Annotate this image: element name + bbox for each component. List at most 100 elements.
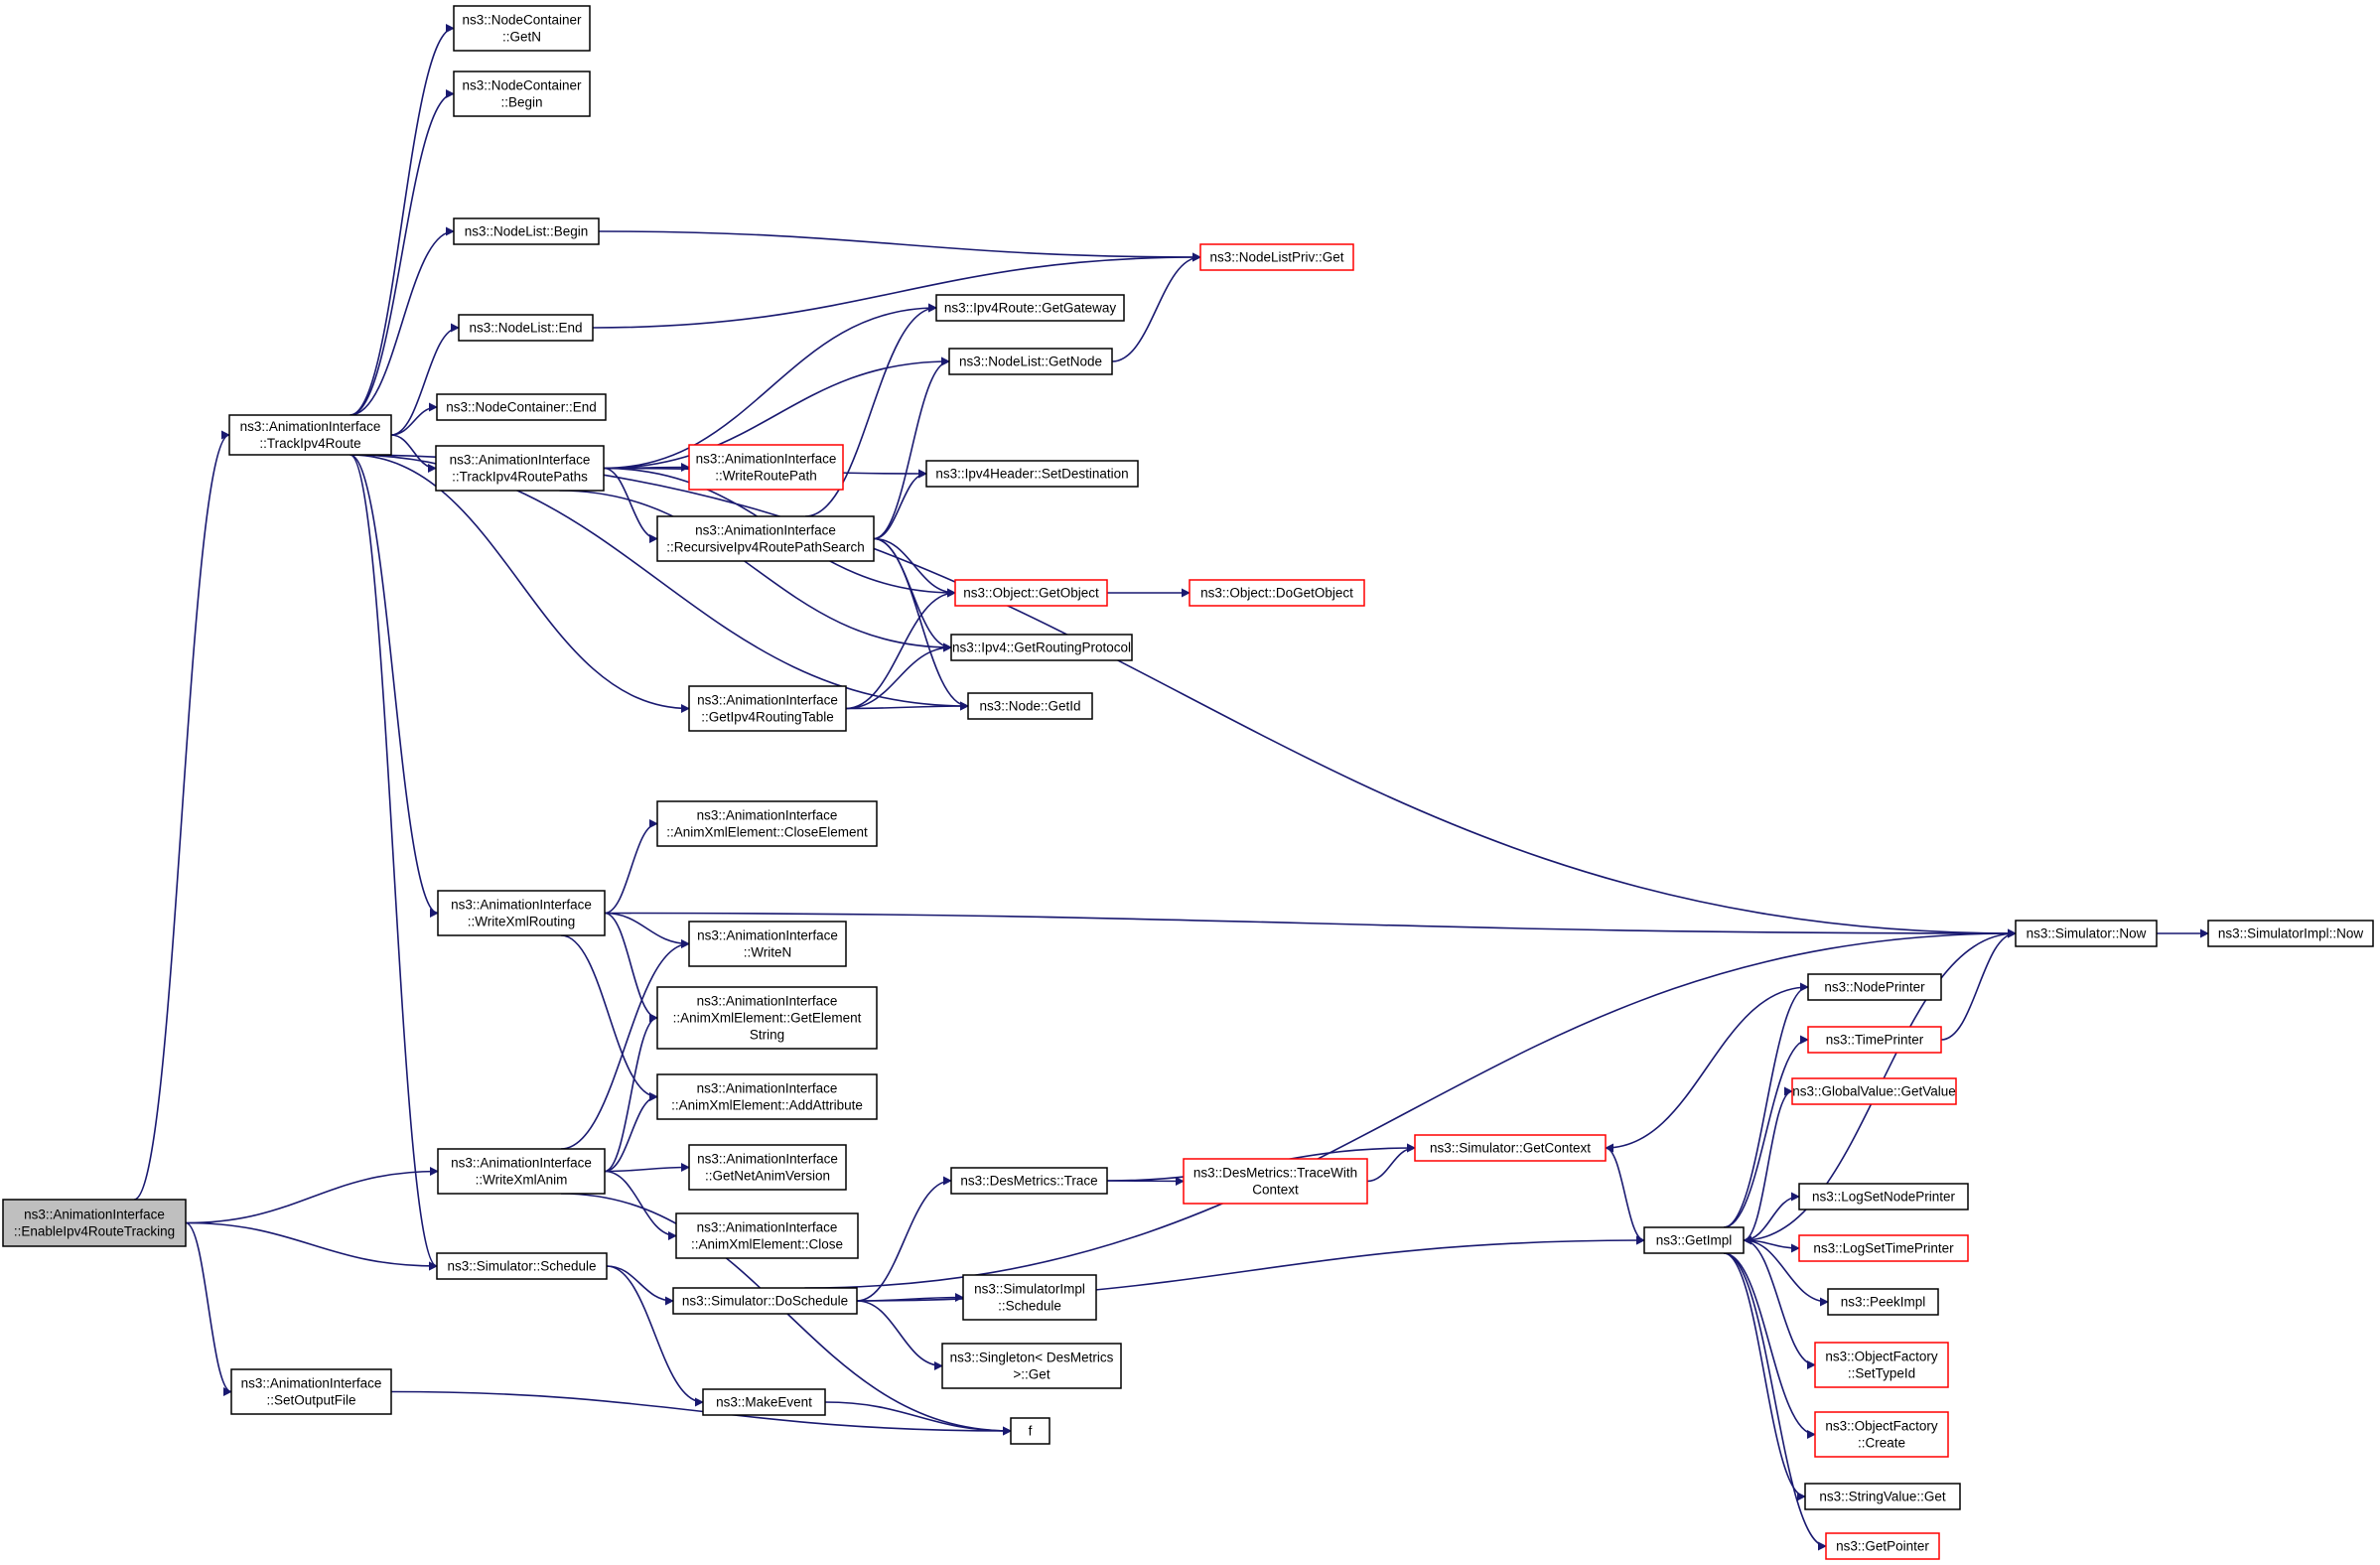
node-stringget[interactable]: ns3::StringValue::Get xyxy=(1804,1483,1961,1510)
node-logsettime[interactable]: ns3::LogSetTimePrinter xyxy=(1798,1234,1969,1262)
node-getelstr[interactable]: ns3::AnimationInterface::AnimXmlElement:… xyxy=(656,986,878,1050)
node-label: ::WriteN xyxy=(744,945,792,960)
node-trackpaths[interactable]: ns3::AnimationInterface::TrackIpv4RouteP… xyxy=(435,445,605,492)
edge-schedule-to-makeevent xyxy=(606,1265,704,1407)
edge-writexmlrouting-to-closeel xyxy=(604,819,658,915)
edge-trackroute-to-nlbegin xyxy=(350,226,455,416)
edge-writexmlanim-to-getelstr xyxy=(604,1013,658,1173)
edge-nodeprinter-to-getcontext xyxy=(1605,986,1809,1153)
node-netanimver[interactable]: ns3::AnimationInterface::GetNetAnimVersi… xyxy=(688,1144,847,1191)
node-peekimpl[interactable]: ns3::PeekImpl xyxy=(1827,1288,1939,1316)
node-box xyxy=(656,515,875,562)
node-label: ns3::AnimationInterface xyxy=(450,453,591,468)
node-recursive[interactable]: ns3::AnimationInterface::RecursiveIpv4Ro… xyxy=(656,515,875,562)
node-routingproto[interactable]: ns3::Ipv4::GetRoutingProtocol xyxy=(950,634,1133,661)
node-label: Context xyxy=(1252,1183,1299,1198)
node-globalvalue[interactable]: ns3::GlobalValue::GetValue xyxy=(1791,1077,1957,1105)
node-ncbegin[interactable]: ns3::NodeContainer::Begin xyxy=(453,71,591,117)
node-doschedule[interactable]: ns3::Simulator::DoSchedule xyxy=(672,1287,858,1315)
edge-recursive-to-getnode xyxy=(873,356,950,540)
node-box xyxy=(437,1148,606,1195)
node-box xyxy=(1189,579,1365,607)
node-now[interactable]: ns3::Simulator::Now xyxy=(2015,920,2158,947)
node-nlend[interactable]: ns3::NodeList::End xyxy=(458,314,594,342)
node-dogetobject[interactable]: ns3::Object::DoGetObject xyxy=(1189,579,1365,607)
edge-trackroute-to-now xyxy=(350,454,2017,938)
node-box xyxy=(950,1167,1108,1195)
node-schedule[interactable]: ns3::Simulator::Schedule xyxy=(436,1252,608,1280)
node-closeel[interactable]: ns3::AnimationInterface::AnimXmlElement:… xyxy=(656,800,878,847)
node-box xyxy=(935,294,1125,322)
node-implnow[interactable]: ns3::SimulatorImpl::Now xyxy=(2207,920,2374,947)
node-setdest[interactable]: ns3::Ipv4Header::SetDestination xyxy=(925,460,1139,488)
node-label: ns3::ObjectFactory xyxy=(1825,1419,1938,1434)
node-label: ::AnimXmlElement::CloseElement xyxy=(666,825,868,840)
node-label: ::GetIpv4RoutingTable xyxy=(701,710,834,725)
node-ncend[interactable]: ns3::NodeContainer::End xyxy=(436,393,607,421)
node-ncgetn[interactable]: ns3::NodeContainer::GetN xyxy=(453,5,591,52)
node-getcontext[interactable]: ns3::Simulator::GetContext xyxy=(1414,1134,1607,1162)
node-close[interactable]: ns3::AnimationInterface::AnimXmlElement:… xyxy=(675,1212,859,1259)
node-root[interactable]: ns3::AnimationInterface::EnableIpv4Route… xyxy=(2,1199,187,1247)
node-label: f xyxy=(1029,1424,1033,1439)
edge-trackpaths-to-routingproto xyxy=(559,490,952,652)
node-getnode[interactable]: ns3::NodeList::GetNode xyxy=(948,348,1113,375)
node-getimpl[interactable]: ns3::GetImpl xyxy=(1643,1226,1745,1254)
edge-writexmlanim-to-close xyxy=(604,1170,677,1240)
node-box xyxy=(962,1274,1097,1321)
node-label: ns3::Ipv4::GetRoutingProtocol xyxy=(952,640,1131,655)
node-label: ns3::NodeList::Begin xyxy=(465,224,589,239)
node-label: ::AnimXmlElement::GetElement xyxy=(673,1011,862,1026)
node-box xyxy=(436,1252,608,1280)
node-getobject[interactable]: ns3::Object::GetObject xyxy=(954,579,1108,607)
node-label: ns3::AnimationInterface xyxy=(451,898,592,913)
node-settypeid[interactable]: ns3::ObjectFactory::SetTypeId xyxy=(1814,1342,1949,1388)
edge-doschedule-to-now xyxy=(804,928,2017,1289)
node-box xyxy=(1798,1183,1969,1210)
node-getpointer[interactable]: ns3::GetPointer xyxy=(1825,1532,1940,1560)
node-nodeprinter[interactable]: ns3::NodePrinter xyxy=(1807,973,1942,1001)
node-label: ns3::AnimationInterface xyxy=(451,1156,592,1171)
edge-getimpl-to-globalvalue xyxy=(1743,1086,1793,1241)
node-nlpriv[interactable]: ns3::NodeListPriv::Get xyxy=(1199,243,1354,271)
node-box xyxy=(954,579,1108,607)
node-getrt[interactable]: ns3::AnimationInterface::GetIpv4RoutingT… xyxy=(688,685,847,732)
node-gateway[interactable]: ns3::Ipv4Route::GetGateway xyxy=(935,294,1125,322)
node-create[interactable]: ns3::ObjectFactory::Create xyxy=(1814,1411,1949,1458)
edge-tracewith-to-getcontext xyxy=(1366,1143,1416,1183)
edge-trackroute-to-trackpaths xyxy=(390,434,437,473)
node-simimplsched[interactable]: ns3::SimulatorImpl::Schedule xyxy=(962,1274,1097,1321)
node-addattr[interactable]: ns3::AnimationInterface::AnimXmlElement:… xyxy=(656,1073,878,1120)
node-destrace[interactable]: ns3::DesMetrics::Trace xyxy=(950,1167,1108,1195)
node-logsetnode[interactable]: ns3::LogSetNodePrinter xyxy=(1798,1183,1969,1210)
node-writexmlrouting[interactable]: ns3::AnimationInterface::WriteXmlRouting xyxy=(437,890,606,936)
edge-getimpl-to-getpointer xyxy=(1723,1252,1827,1551)
node-nlbegin[interactable]: ns3::NodeList::Begin xyxy=(453,217,600,245)
node-label: ns3::SimulatorImpl::Now xyxy=(2218,926,2364,941)
node-f[interactable]: f xyxy=(1010,1417,1050,1445)
node-timeprinter[interactable]: ns3::TimePrinter xyxy=(1807,1026,1942,1054)
node-label: ns3::GetImpl xyxy=(1656,1233,1733,1248)
node-writexmlanim[interactable]: ns3::AnimationInterface::WriteXmlAnim xyxy=(437,1148,606,1195)
node-writeroutepath[interactable]: ns3::AnimationInterface::WriteRoutePath xyxy=(688,444,844,491)
node-writen[interactable]: ns3::AnimationInterface::WriteN xyxy=(688,921,847,967)
node-box xyxy=(1010,1417,1050,1445)
edge-getcontext-to-getimpl xyxy=(1605,1147,1645,1245)
node-label: ns3::AnimationInterface xyxy=(697,1220,838,1235)
node-nodegetid[interactable]: ns3::Node::GetId xyxy=(967,692,1093,720)
node-makeevent[interactable]: ns3::MakeEvent xyxy=(702,1388,826,1416)
node-box xyxy=(688,921,847,967)
edge-root-to-trackroute xyxy=(133,430,230,1201)
edge-getimpl-to-peekimpl xyxy=(1743,1239,1829,1307)
node-box xyxy=(1199,243,1354,271)
node-singleton[interactable]: ns3::Singleton< DesMetrics>::Get xyxy=(941,1343,1122,1389)
node-box xyxy=(2207,920,2374,947)
node-trackroute[interactable]: ns3::AnimationInterface::TrackIpv4Route xyxy=(228,414,392,456)
edge-getrt-to-routingproto xyxy=(845,642,952,710)
edge-getnode-to-nlpriv xyxy=(1111,252,1201,362)
node-label: ns3::ObjectFactory xyxy=(1825,1350,1938,1364)
node-label: ns3::NodePrinter xyxy=(1824,980,1925,995)
node-setoutput[interactable]: ns3::AnimationInterface::SetOutputFile xyxy=(230,1368,392,1415)
